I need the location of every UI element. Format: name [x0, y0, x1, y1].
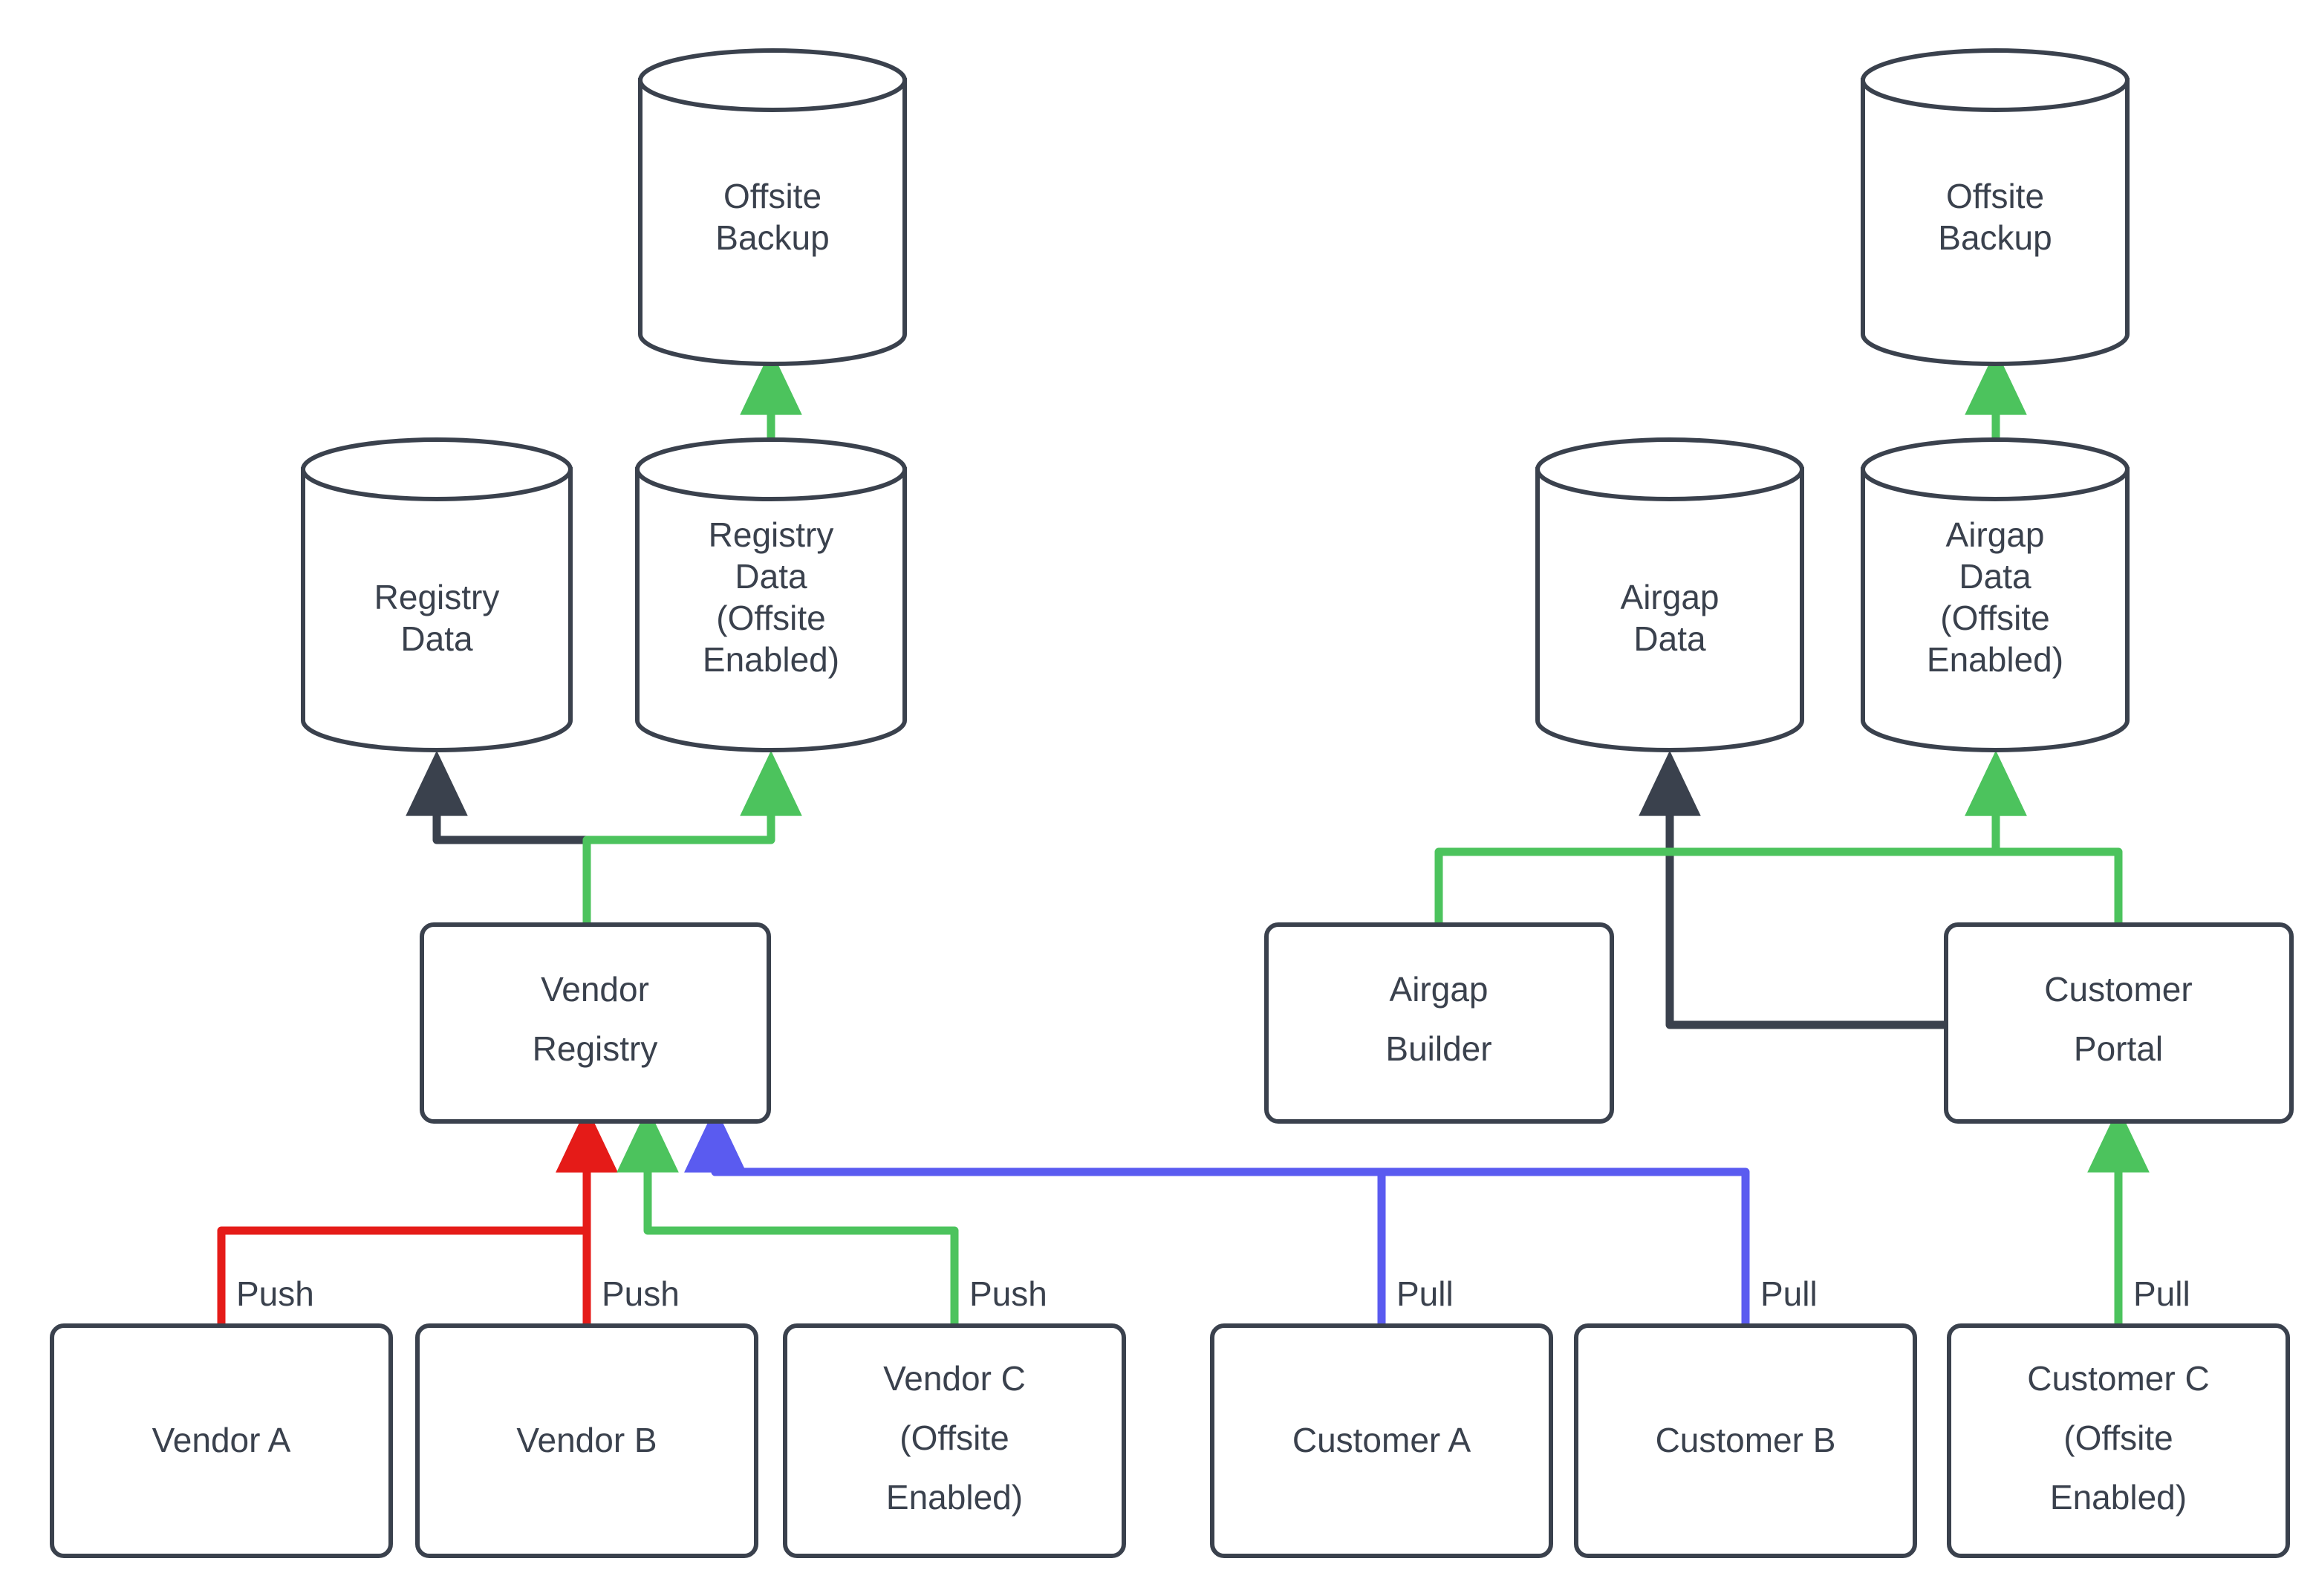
edge-vendor-registry-to-registry-data-offsite	[582, 750, 802, 925]
node-label: Customer	[2044, 970, 2192, 1009]
datastore-label: Data	[1959, 557, 2031, 596]
cylinder-top	[1861, 437, 2130, 501]
node-label: Portal	[2074, 1029, 2163, 1068]
node-label: Vendor C	[883, 1359, 1026, 1398]
node-customer-a[interactable]: Customer A	[1210, 1323, 1553, 1558]
label-backdrop	[1756, 1270, 1845, 1316]
datastore-label: Airgap	[1946, 515, 2045, 554]
label-backdrop	[1392, 1270, 1481, 1316]
node-label: Airgap	[1390, 970, 1489, 1009]
datastore-label: Registry	[374, 578, 500, 616]
datastore-label: Data	[1633, 619, 1706, 658]
cylinder-top	[1535, 437, 1804, 501]
datastore-label: Data	[400, 619, 473, 658]
cylinder-body	[1861, 78, 2130, 366]
edge-label-layer: Push Push Push Pull Pull Pull	[232, 1270, 2218, 1316]
cylinder-body	[301, 467, 573, 752]
node-label: Customer A	[1292, 1421, 1471, 1459]
cylinder-top	[635, 437, 907, 501]
label-backdrop	[2129, 1270, 2218, 1316]
node-box	[1264, 922, 1614, 1124]
datastore-label: Offsite	[1946, 177, 2044, 215]
node-label: Vendor B	[516, 1421, 657, 1459]
node-customer-b[interactable]: Customer B	[1574, 1323, 1917, 1558]
node-box	[1210, 1323, 1553, 1558]
cylinder-top	[638, 48, 907, 112]
edge-label-pull-b: Pull	[1760, 1274, 1818, 1313]
node-box	[50, 1323, 393, 1558]
node-box	[420, 922, 771, 1124]
datastore-label: (Offsite	[1940, 599, 2049, 637]
datastore-label: Backup	[715, 218, 829, 257]
node-label: Vendor	[541, 970, 649, 1009]
node-vendor-b[interactable]: Vendor B	[415, 1323, 758, 1558]
datastore-label: Backup	[1938, 218, 2052, 257]
node-box	[1944, 922, 2294, 1124]
edge-customer-portal-to-airgap-data	[1639, 750, 1946, 1029]
edge-label-push-c: Push	[969, 1274, 1047, 1313]
datastore-label: (Offsite	[716, 599, 825, 637]
datastore-registry-data[interactable]: Registry Data	[301, 437, 573, 752]
datastore-label: Registry	[709, 515, 834, 554]
edge-label-pull-a: Pull	[1396, 1274, 1454, 1313]
cylinder-body	[635, 467, 907, 752]
edge-customer-b-pull	[684, 1107, 1750, 1326]
node-label: Customer B	[1656, 1421, 1836, 1459]
datastore-label: Offsite	[723, 177, 822, 215]
node-label: (Offsite	[2063, 1419, 2173, 1457]
node-box	[415, 1323, 758, 1558]
cylinder-top	[301, 437, 573, 501]
cylinder-body	[638, 78, 907, 366]
node-label: Enabled)	[2050, 1478, 2187, 1517]
node-airgap-builder[interactable]: Airgap Builder	[1264, 922, 1614, 1124]
node-label: Registry	[533, 1029, 658, 1068]
label-backdrop	[597, 1270, 701, 1316]
node-box	[783, 1323, 1126, 1558]
node-vendor-a[interactable]: Vendor A	[50, 1323, 393, 1558]
edge-label-push-a: Push	[236, 1274, 314, 1313]
cylinder-body	[1535, 467, 1804, 752]
label-backdrop	[965, 1270, 1069, 1316]
datastore-airgap-data-offsite[interactable]: Airgap Data (Offsite Enabled)	[1861, 437, 2130, 752]
node-label: Vendor A	[152, 1421, 291, 1459]
node-label: Customer C	[2027, 1359, 2209, 1398]
node-customer-c[interactable]: Customer C (Offsite Enabled)	[1947, 1323, 2290, 1558]
datastore-label: Enabled)	[703, 640, 839, 679]
datastore-label: Enabled)	[1927, 640, 2063, 679]
node-box	[1947, 1323, 2290, 1558]
cylinder-body	[1861, 467, 2130, 752]
node-vendor-registry[interactable]: Vendor Registry	[420, 922, 771, 1124]
node-label: Builder	[1385, 1029, 1491, 1068]
label-backdrop	[232, 1270, 336, 1316]
edge-label-pull-c: Pull	[2133, 1274, 2190, 1313]
datastore-offsite-backup-right[interactable]: Offsite Backup	[1861, 48, 2130, 366]
edge-layer	[217, 349, 2150, 1326]
edge-label-push-b: Push	[602, 1274, 680, 1313]
datastore-offsite-backup-left[interactable]: Offsite Backup	[638, 48, 907, 366]
node-customer-portal[interactable]: Customer Portal	[1944, 922, 2294, 1124]
cylinder-top	[1861, 48, 2130, 112]
node-label: (Offsite	[900, 1419, 1009, 1457]
edge-customer-portal-to-airgap-data-offsite	[1965, 750, 2123, 925]
edge-vendor-c-push	[617, 1107, 959, 1326]
datastore-registry-data-offsite[interactable]: Registry Data (Offsite Enabled)	[635, 437, 907, 752]
datastore-airgap-data[interactable]: Airgap Data	[1535, 437, 1804, 752]
node-label: Enabled)	[886, 1478, 1023, 1517]
node-box	[1574, 1323, 1917, 1558]
datastore-label: Data	[735, 557, 807, 596]
node-vendor-c[interactable]: Vendor C (Offsite Enabled)	[783, 1323, 1126, 1558]
datastore-label: Airgap	[1621, 578, 1720, 616]
